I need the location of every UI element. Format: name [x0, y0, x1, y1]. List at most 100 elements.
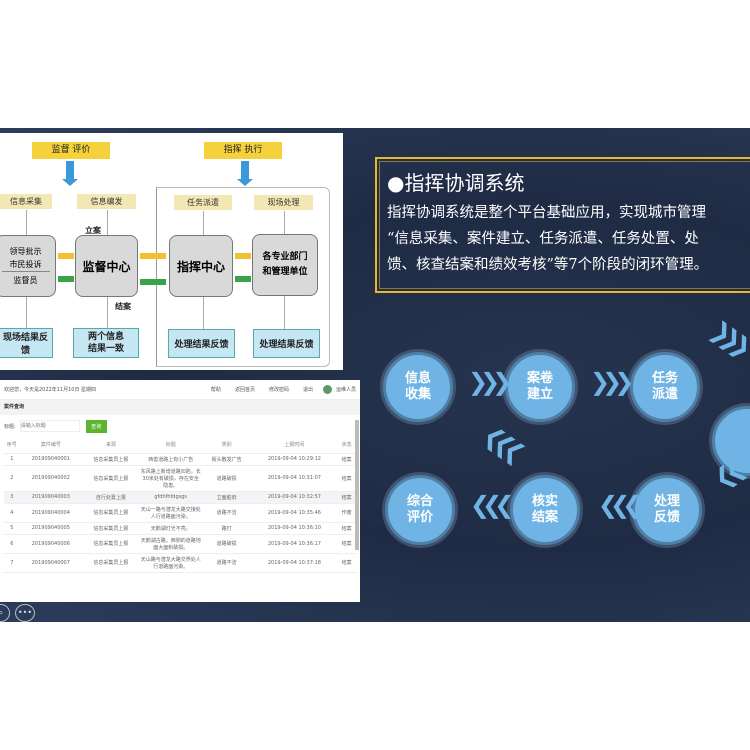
user-name[interactable]: 运维人员 — [335, 387, 356, 393]
table-cell: 201909040006 — [19, 534, 83, 554]
step-label: 综合 — [406, 494, 433, 509]
table-cell: 信息采集员上报 — [82, 522, 140, 535]
down-arrow-icon — [62, 161, 78, 186]
cycle-step: 综合评价 — [385, 475, 455, 545]
step-label: 评价 — [406, 510, 433, 525]
filter-label: 标题: — [4, 423, 16, 430]
command-section — [156, 187, 330, 367]
box-task-assign: 任务派遣 — [174, 195, 232, 210]
title-input[interactable] — [19, 420, 80, 432]
home-link[interactable]: 返回首页 — [234, 387, 255, 393]
box-info-collect: 信息采集 — [0, 194, 52, 209]
table-cell: 结案 — [337, 465, 356, 492]
slide: 监督 评价 指挥 执行 信息采集 信息编发 任务派遣 现场处理 领导批示市民投诉… — [0, 128, 750, 622]
greeting: 欢迎您，今天是2022年11月10日 星期四 — [4, 387, 97, 393]
system-description: ●指挥协调系统 指挥协调系统是整个平台基础应用，实现城市管理 “信息采集、案件建… — [375, 157, 750, 293]
step-label: 建立 — [526, 387, 553, 402]
table-cell: 信息采集员上报 — [82, 453, 140, 466]
table-cell: 4 — [4, 503, 20, 523]
step-label: 处理 — [653, 494, 680, 509]
table-cell: 5 — [4, 522, 20, 535]
avatar[interactable] — [322, 385, 332, 394]
query-button[interactable]: 查询 — [85, 419, 107, 433]
arrow-left-icon — [58, 276, 74, 282]
table-cell: 信息采集员上报 — [82, 534, 140, 554]
supervision-center: 监督中心 — [75, 235, 138, 297]
chevron-arrow-icon: ❯❯❯ — [468, 368, 512, 396]
column-header: 状态 — [337, 437, 356, 454]
table-cell: 结案 — [337, 491, 356, 504]
table-cell: 1 — [4, 453, 20, 466]
table-cell: 2019-09-04 10:36:10 — [251, 522, 338, 535]
label-lian: 立案 — [85, 226, 101, 235]
help-link[interactable]: 帮助 — [210, 387, 221, 393]
arrow-left-icon — [140, 279, 166, 285]
table-cell: 2019-09-04 10:29:12 — [251, 453, 338, 466]
command-center: 指挥中心 — [169, 235, 233, 297]
column-header: 标题 — [139, 437, 202, 454]
table-cell: 2019-09-04 10:32:57 — [251, 491, 338, 504]
table-cell: 作废 — [337, 503, 356, 523]
table-cell: 结案 — [337, 553, 356, 573]
step-label: 核实 — [531, 494, 558, 509]
cycle-step: 处理反馈 — [632, 475, 702, 545]
table-cell: 2019-09-04 10:31:07 — [251, 465, 338, 492]
column-header: 类别 — [201, 437, 252, 454]
arrow-left-icon — [235, 276, 251, 282]
column-header: 案件编号 — [19, 437, 83, 454]
top-bar: 欢迎您，今天是2022年11月10日 星期四 帮助 返回首页 修改密码 退出 运… — [0, 380, 360, 400]
chevron-arrow-icon: ❮❮❮ — [470, 491, 514, 519]
step-label: 收集 — [404, 387, 431, 402]
table-cell: 201909040003 — [19, 491, 83, 504]
search-icon[interactable]: ⌕ — [0, 604, 10, 622]
panel-title: ●指挥协调系统 — [387, 171, 525, 195]
cycle-step: 信息收集 — [383, 352, 453, 422]
arrow-right-icon — [140, 253, 166, 259]
table-cell: 信息采集员上报 — [82, 465, 140, 492]
change-password-link[interactable]: 修改密码 — [268, 387, 289, 393]
table-cell: 道路不洁 — [201, 503, 252, 523]
table-cell: 路灯 — [201, 522, 252, 535]
more-icon[interactable]: ••• — [15, 604, 35, 622]
cycle-step: 任务派遣 — [630, 352, 700, 422]
depts-box: 各专业部门和管理单位 — [252, 234, 318, 296]
table-cell: 信息采集员上报 — [82, 553, 140, 573]
table-cell: 道路破损 — [201, 534, 252, 554]
description-line: 指挥协调系统是整个平台基础应用，实现城市管理 — [387, 205, 706, 221]
table-cell: 结案 — [337, 534, 356, 554]
chevron-arrow-icon: ❮❮❮ — [598, 491, 642, 519]
table-cell: 东风路上新增道路凹陷，长30米处有破损，存在安全隐患。 — [139, 465, 202, 492]
label-jie: 结案 — [115, 302, 131, 311]
table-cell: 201909040002 — [19, 465, 83, 492]
table-cell: 结案 — [337, 453, 356, 466]
cycle-step: 案卷建立 — [505, 352, 575, 422]
step-label: 派遣 — [651, 387, 678, 402]
box-onsite: 现场处理 — [254, 195, 313, 210]
description-line: 馈、核查结案和绩效考核”等7个阶段的闭环管理。 — [387, 257, 709, 273]
column-header: 序号 — [4, 437, 20, 454]
step-label: 结案 — [531, 510, 558, 525]
chevron-arrow-icon: ❯❯❯ — [590, 368, 634, 396]
chevron-arrow-icon: ❮❮❮ — [478, 420, 525, 464]
scrollbar[interactable] — [355, 420, 359, 550]
down-arrow-icon — [237, 161, 253, 186]
table-cell: 立面脏旧 — [201, 491, 252, 504]
feedback-box: 处理结果反馈 — [253, 329, 320, 358]
logout-link[interactable]: 退出 — [302, 387, 313, 393]
feedback-box: 处理结果反馈 — [168, 329, 235, 358]
table-cell: 自行处置上报 — [82, 491, 140, 504]
arrow-right-icon — [235, 253, 251, 259]
step-label: 反馈 — [653, 510, 680, 525]
arrow-right-icon — [58, 253, 74, 259]
case-query-app: 欢迎您，今天是2022年11月10日 星期四 帮助 返回首页 修改密码 退出 运… — [0, 380, 360, 602]
table-cell: 201909040004 — [19, 503, 83, 523]
column-header: 来源 — [82, 437, 140, 454]
